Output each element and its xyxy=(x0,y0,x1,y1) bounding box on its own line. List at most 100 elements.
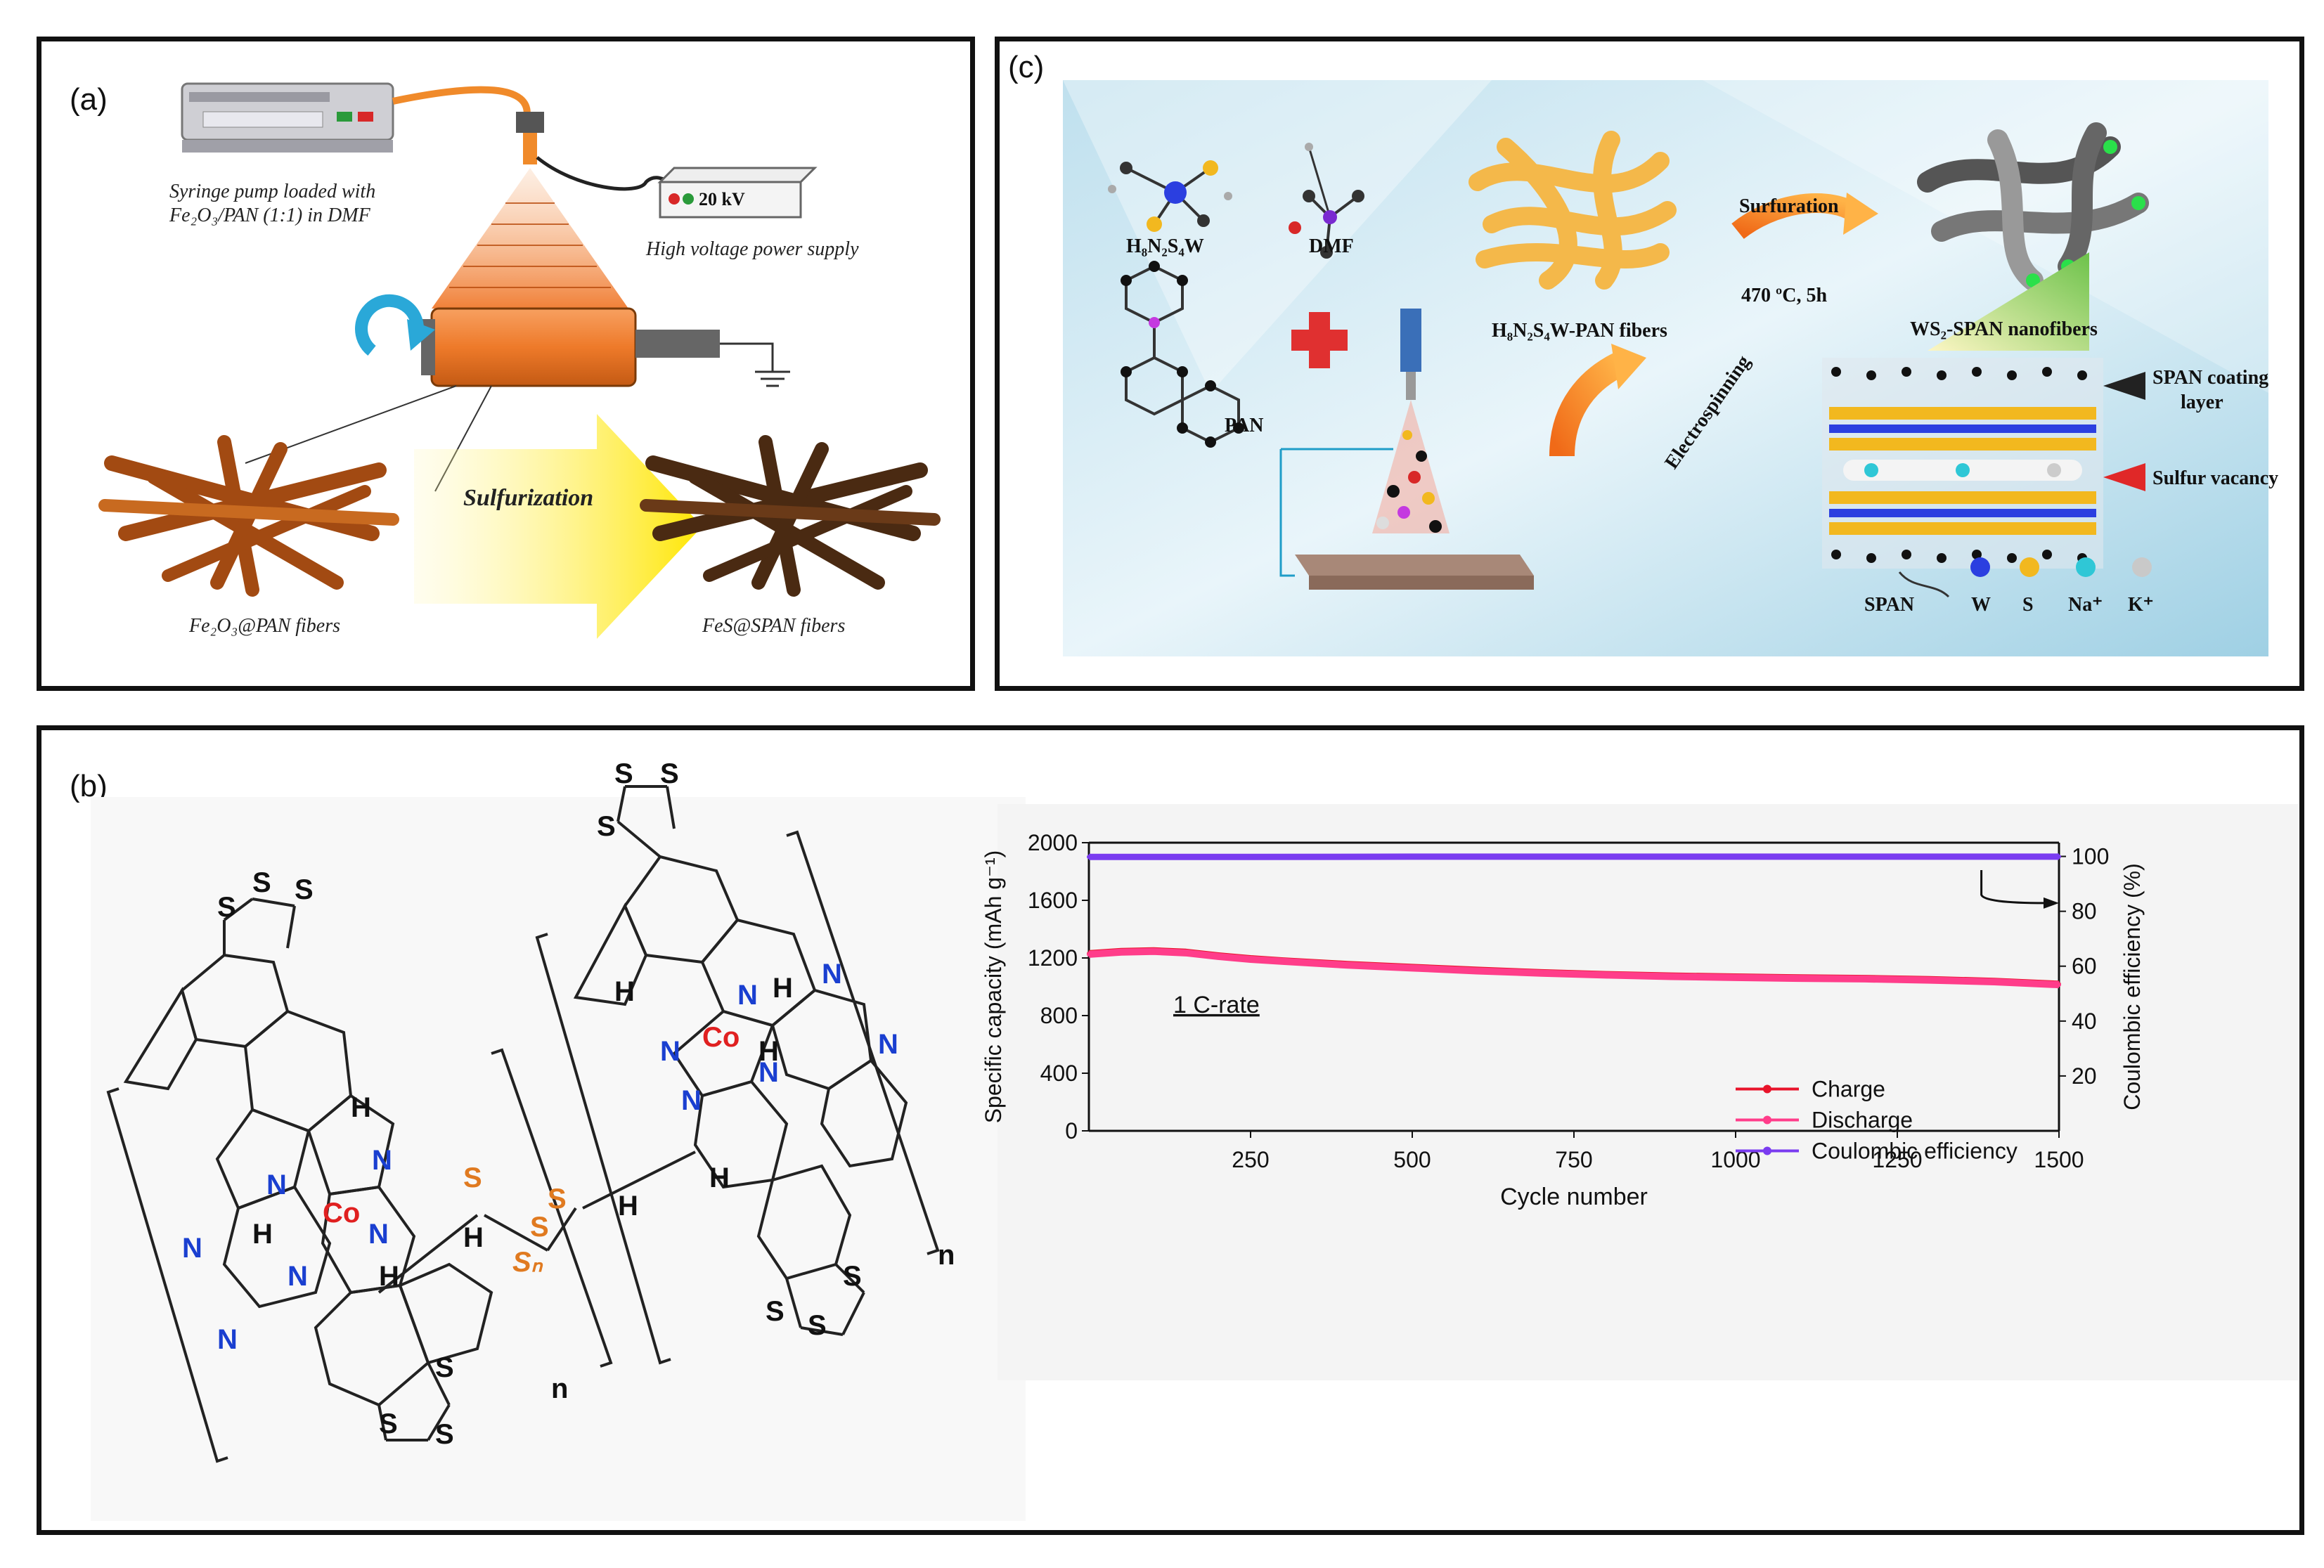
syringe-pump-icon xyxy=(181,82,394,153)
atom-n: N xyxy=(266,1169,287,1200)
legend-k: K⁺ xyxy=(2128,594,2154,616)
data-point xyxy=(1248,957,1253,962)
repeat-n: n xyxy=(938,1240,955,1271)
coating-label-1: SPAN coating xyxy=(2152,367,2268,389)
atom-s: S xyxy=(614,758,633,789)
data-point xyxy=(1087,855,1091,860)
atom-h: H xyxy=(773,973,793,1004)
atom-s: S xyxy=(252,867,271,898)
legend-markers xyxy=(1970,557,2152,577)
atom-h: H xyxy=(463,1222,484,1253)
y-right-tick-label: 60 xyxy=(2072,954,2097,979)
y-left-tick-label: 2000 xyxy=(1028,830,1078,855)
data-point xyxy=(1151,949,1156,954)
fes-span-fibers-image xyxy=(640,435,941,597)
y-left-tick-label: 1200 xyxy=(1028,945,1078,971)
legend-na: Na⁺ xyxy=(2068,594,2103,616)
y-axis-right-label: Coulombic efficiency (%) xyxy=(2119,863,2145,1110)
panel-b: (b) xyxy=(37,725,2304,1535)
dmf-molecule-icon xyxy=(1289,143,1364,259)
rotating-drum-collector xyxy=(430,307,637,387)
chart-background xyxy=(998,804,2298,1380)
atom-s: S xyxy=(808,1310,827,1341)
atom-n: N xyxy=(182,1233,202,1264)
data-point xyxy=(1410,966,1414,971)
atom-n: N xyxy=(758,1057,779,1088)
zoom-triangle xyxy=(1928,252,2089,351)
legend-w: W xyxy=(1971,594,1991,616)
data-point xyxy=(1216,954,1220,959)
atom-s: S xyxy=(435,1352,454,1383)
atom-h: H xyxy=(758,1036,779,1067)
rate-annotation: 1 C-rate xyxy=(1173,992,1260,1018)
electrospinning-apparatus xyxy=(1279,309,1534,590)
data-point xyxy=(1475,968,1479,973)
atom-h: H xyxy=(252,1219,273,1250)
y-right-tick-label: 20 xyxy=(2072,1063,2097,1089)
x-axis-label: Cycle number xyxy=(1500,1184,1648,1210)
y-left-tick-label: 1600 xyxy=(1028,888,1078,913)
panel-c: (c) xyxy=(995,37,2304,691)
data-point xyxy=(1345,963,1350,968)
atom-n: N xyxy=(660,1036,680,1067)
h8n2s4w-molecule-icon xyxy=(1108,160,1232,232)
atom-h: H xyxy=(379,1261,399,1292)
atom-n: N xyxy=(822,959,842,990)
mol-pan-label: PAN xyxy=(1225,415,1263,436)
h8n2s4w-pan-fibers-image xyxy=(1468,131,1677,290)
y-left-tick-label: 400 xyxy=(1040,1061,1078,1086)
atom-h: H xyxy=(351,1092,371,1123)
condition-label: 470 ºC, 5h xyxy=(1741,285,1827,306)
x-tick-label: 750 xyxy=(1555,1147,1592,1172)
atom-sn-bridge: Sₙ xyxy=(512,1247,543,1278)
data-point xyxy=(1604,973,1608,978)
y-left-tick-label: 0 xyxy=(1065,1118,1078,1143)
data-point xyxy=(1895,854,1899,859)
atom-n: N xyxy=(368,1219,389,1250)
atom-h: H xyxy=(618,1191,638,1222)
mol-h8n2s4w-label: H₈N₂S₄W xyxy=(1126,235,1204,257)
process-label: Surfuration xyxy=(1739,195,1839,217)
atom-n: N xyxy=(288,1261,308,1292)
vacancy-label: Sulfur vacancy xyxy=(2152,467,2278,489)
x-tick-label: 1250 xyxy=(1872,1147,1922,1172)
atom-n: N xyxy=(372,1145,392,1176)
data-point xyxy=(1410,854,1414,859)
coating-label-2: layer xyxy=(2181,391,2223,413)
atom-s: S xyxy=(597,811,616,842)
legend-label: Coulombic efficiency xyxy=(1812,1139,2018,1164)
atom-n: N xyxy=(681,1085,702,1116)
voltage-value: 20 kV xyxy=(699,189,745,209)
atom-co: Co xyxy=(323,1198,360,1229)
legend-s: S xyxy=(2022,594,2034,616)
data-point xyxy=(2057,983,2061,987)
data-point xyxy=(1539,971,1544,976)
atom-s: S xyxy=(295,874,314,905)
atom-s: S xyxy=(843,1261,862,1292)
syringe-caption-1: Syringe pump loaded with xyxy=(169,181,375,202)
legend-marker xyxy=(1763,1146,1771,1155)
atom-s-bridge: S xyxy=(548,1184,567,1214)
voltage-caption: High voltage power supply xyxy=(645,238,859,260)
repeat-n: n xyxy=(551,1373,568,1404)
data-point xyxy=(1863,976,1867,981)
left-fiber-caption: Fe₂O₃@PAN fibers xyxy=(188,615,340,637)
data-point xyxy=(1669,974,1673,979)
panel-a-label: (a) xyxy=(70,82,108,117)
data-point xyxy=(1928,978,1932,983)
electrospinning-setup-diagram: 20 kV Sulfurization xyxy=(98,82,941,639)
sulfurization-label: Sulfurization xyxy=(463,485,593,511)
x-tick-label: 500 xyxy=(1393,1147,1431,1172)
product-label: WS₂-SPAN nanofibers xyxy=(1910,318,2098,340)
atom-h: H xyxy=(709,1162,730,1193)
plus-icon xyxy=(1291,312,1348,368)
ws2-layered-structure-image xyxy=(1822,358,2103,569)
data-point xyxy=(1119,950,1123,954)
atom-s: S xyxy=(660,758,679,789)
atom-s: S xyxy=(435,1419,454,1450)
data-point xyxy=(1184,950,1188,955)
atom-s: S xyxy=(217,892,236,923)
fe2o3-pan-fibers-image xyxy=(98,435,399,597)
power-supply-icon: 20 kV xyxy=(657,167,818,219)
